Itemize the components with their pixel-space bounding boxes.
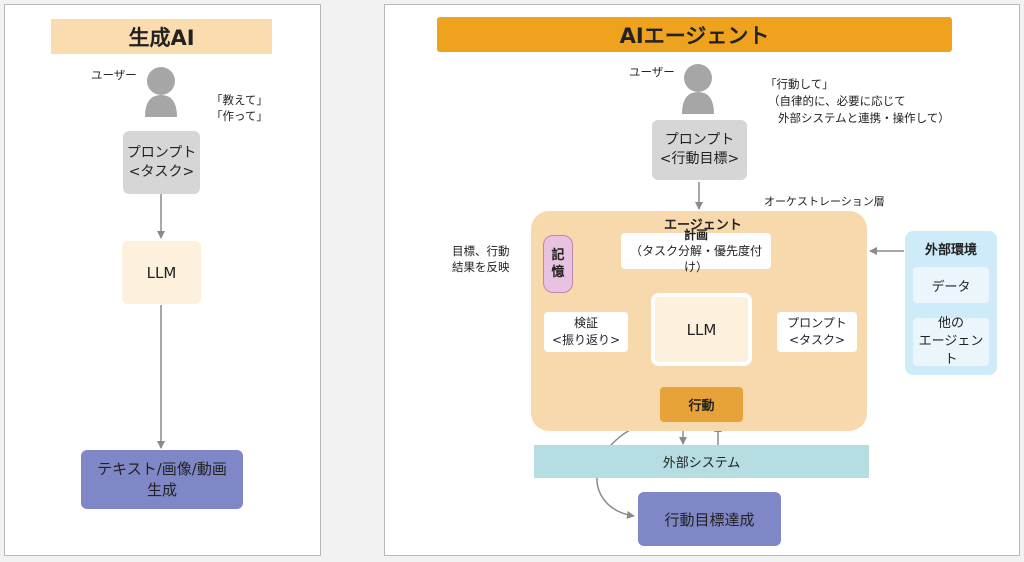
goal-achieved-box: 行動目標達成 xyxy=(638,492,781,546)
other-agents-box: 他の エージェント xyxy=(913,316,989,367)
agent-llm-box: LLM xyxy=(651,293,752,366)
agent-user-icon xyxy=(680,62,716,114)
plan-box: 計画 （タスク分解・優先度付け） xyxy=(621,228,771,274)
prompt-task-label: <タスク> xyxy=(128,163,195,180)
reflect-note-line1: 目標、行動 xyxy=(452,244,510,258)
user-icon xyxy=(143,65,179,117)
task-prompt-box: プロンプト <タスク> xyxy=(777,312,857,352)
action-box: 行動 xyxy=(660,387,743,422)
agent-user-note-autonomous: （自律的に、必要に応じて xyxy=(768,94,906,108)
memory-label-2: 憶 xyxy=(551,265,565,280)
verify-label: 検証 xyxy=(573,316,598,330)
external-environment-title: 外部環境 xyxy=(924,242,977,258)
prompt-label: プロンプト xyxy=(126,144,197,161)
reflect-note-line2: 結果を反映 xyxy=(452,260,510,274)
user-label: ユーザー xyxy=(91,68,137,82)
goal-prompt-goal-label: <行動目標> xyxy=(659,151,740,167)
memory-box: 記 憶 xyxy=(543,235,573,293)
generated-output-media-label: テキスト/画像/動画 xyxy=(97,459,227,478)
external-system-bar: 外部システム xyxy=(534,445,869,478)
llm-box: LLM xyxy=(122,241,201,304)
generated-output-box: テキスト/画像/動画 生成 xyxy=(81,450,243,509)
verify-reflection-label: <振り返り> xyxy=(551,333,621,347)
user-request-note-make: 「作って」 xyxy=(211,109,268,123)
goal-prompt-label: プロンプト xyxy=(664,132,735,148)
agent-title: エージェント xyxy=(664,218,742,233)
other-agents-label-2: エージェント xyxy=(918,334,984,367)
agent-user-label: ユーザー xyxy=(629,65,675,79)
plan-detail-label: （タスク分解・優先度付け） xyxy=(629,244,762,274)
task-prompt-label: プロンプト xyxy=(787,316,847,330)
prompt-task-box: プロンプト <タスク> xyxy=(123,131,200,194)
orchestration-layer-label: オーケストレーション層 xyxy=(764,195,885,208)
ai-agent-title: AIエージェント xyxy=(437,17,952,52)
user-request-note-teach: 「教えて」 xyxy=(211,93,268,107)
agent-user-note-external: 外部システムと連携・操作して） xyxy=(778,111,950,125)
agent-user-note-act: 「行動して」 xyxy=(765,77,834,91)
other-agents-label-1: 他の xyxy=(937,316,964,331)
plan-label: 計画 xyxy=(683,228,708,242)
generated-output-generate-label: 生成 xyxy=(146,480,177,499)
external-data-box: データ xyxy=(913,267,989,303)
generative-ai-title: 生成AI xyxy=(51,19,272,54)
task-prompt-task-label: <タスク> xyxy=(788,333,846,347)
memory-label-1: 記 xyxy=(551,248,565,263)
goal-prompt-box: プロンプト <行動目標> xyxy=(652,120,747,180)
verify-box: 検証 <振り返り> xyxy=(544,312,628,352)
